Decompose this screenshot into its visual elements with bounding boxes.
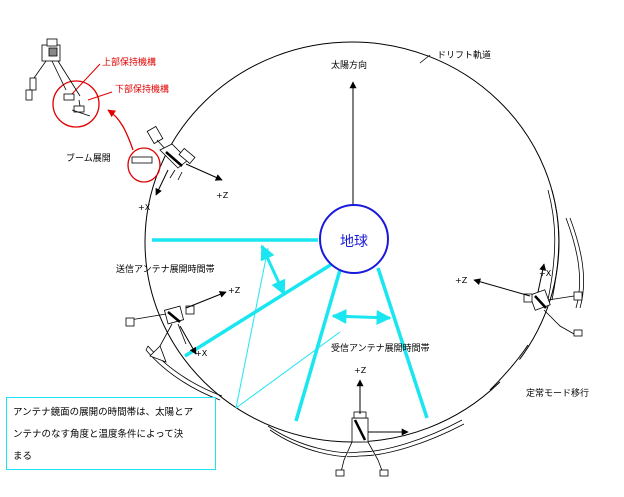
rx-period-double-arrow — [331, 308, 392, 326]
callout-ellipse-mechanism — [52, 80, 100, 128]
earth-label: 地球 — [340, 234, 368, 250]
boom-x-axis-label: +X — [138, 203, 151, 212]
tx-period-double-arrow — [260, 244, 286, 296]
boom-z-axis-arrow — [185, 163, 223, 181]
normal-x-axis-arrow — [537, 263, 547, 293]
satellite-rx-deploy — [267, 411, 465, 477]
boom-x-axis-arrow — [155, 169, 169, 196]
note-leader-1 — [235, 247, 269, 409]
tx-z-axis-arrow — [185, 291, 227, 309]
note-leader-2 — [235, 331, 341, 409]
tx-period-line-lower — [184, 262, 333, 358]
orbit-gap-cover — [498, 358, 522, 384]
sun-direction-label: 太陽方向 — [331, 61, 368, 71]
callout-arrow-to-mechanism — [107, 109, 134, 151]
boom-deploy-label: ブーム展開 — [66, 154, 111, 164]
callout-ellipse-boom — [127, 147, 161, 183]
tx-x-axis-arrow — [179, 325, 197, 355]
note-line-2: ンテナのなす角度と温度条件によって決 — [13, 429, 184, 440]
note-line-3: まる — [13, 451, 33, 462]
tx-x-axis-label: +X — [195, 349, 208, 358]
earth-circle — [319, 204, 389, 274]
deployment-timing-note: アンテナ鏡面の展開の時間帯は、太陽とア ンテナのなす角度と温度条件によって決 ま… — [6, 397, 216, 470]
stowed-mechanism-icon — [25, 38, 91, 117]
rx-z-axis-label: +Z — [354, 366, 367, 375]
drift-orbit-leader — [419, 54, 431, 64]
upper-mechanism-leader — [71, 63, 101, 95]
tx-antenna-period-label: 送信アンテナ展開時間帯 — [116, 265, 215, 275]
normal-z-axis-arrow — [473, 278, 531, 297]
normal-z-axis-label: +Z — [455, 276, 468, 285]
satellite-normal-mode — [523, 189, 585, 337]
tx-z-axis-label: +Z — [228, 286, 241, 295]
normal-x-axis-label: +X — [539, 269, 552, 278]
lower-mechanism-label: 下部保持機構 — [115, 85, 170, 95]
normal-mode-label: 定常モード移行 — [526, 389, 590, 399]
lower-mechanism-leader — [87, 91, 113, 101]
satellite-boom-deploy — [131, 125, 196, 181]
drift-orbit-label: ドリフト軌道 — [437, 51, 492, 61]
rx-period-line-left — [294, 269, 342, 422]
upper-mechanism-label: 上部保持機構 — [102, 58, 157, 68]
note-line-1: アンテナ鏡面の展開の時間帯は、太陽とア — [13, 407, 194, 418]
rx-antenna-period-label: 受信アンテナ展開時間帯 — [331, 344, 430, 354]
orbit-end-tail — [489, 344, 529, 391]
boom-z-axis-label: +Z — [216, 191, 229, 200]
rx-period-line-right — [376, 267, 429, 419]
